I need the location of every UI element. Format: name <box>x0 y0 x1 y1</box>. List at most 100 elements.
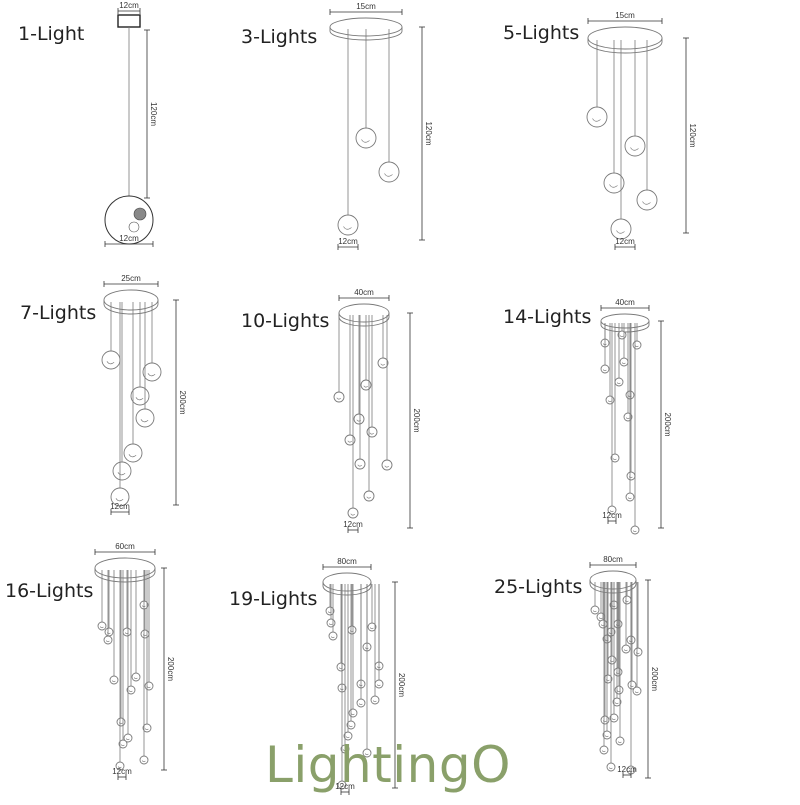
v10-canopy-rim <box>338 313 390 327</box>
v19-pendant-15-globe-highlight <box>348 725 353 728</box>
v14-pendant-11-globe <box>626 471 636 481</box>
v14-pendant-8-globe-highlight <box>607 400 612 403</box>
v25-pendant-10-globe-highlight <box>623 649 628 652</box>
v14-pendant-13-globe <box>607 505 617 515</box>
v14-pendant-8-globe <box>605 395 615 405</box>
v10-pendant-9-globe-highlight <box>366 496 371 499</box>
v19-pendant-17-globe <box>340 744 350 754</box>
v16-pendant-13-globe-highlight <box>125 738 130 741</box>
v19-pendant-2-globe <box>326 618 336 628</box>
v14-pendant-10-globe-highlight <box>612 458 617 461</box>
v19-pendant-18-globe-highlight <box>364 753 369 756</box>
v19-pendant-16-globe <box>343 731 353 741</box>
v16-pendant-7-globe-highlight <box>111 680 116 683</box>
title-25-lights: 25-Lights <box>494 576 583 598</box>
v19-pendant-14-globe-highlight <box>350 713 355 716</box>
v10-pendant-9-globe <box>363 490 375 502</box>
v19-pendant-2-globe-highlight <box>328 623 333 626</box>
v19-pendant-1-globe <box>325 606 335 616</box>
v16-pendant-8-globe-highlight <box>133 677 138 680</box>
v7-pendant-6-globe <box>112 461 132 481</box>
v7-pendant-1-globe-highlight <box>106 361 115 365</box>
v25-pendant-23-globe <box>599 745 609 755</box>
v16-canopy <box>94 557 156 579</box>
v19-pendant-3-globe <box>328 631 338 641</box>
v19-canopy-rim <box>322 582 372 596</box>
v7-pendant-3-globe <box>130 386 150 406</box>
v19-pendant-12-globe <box>356 698 366 708</box>
v25-pendant-21-globe-highlight <box>604 735 609 738</box>
v14-pendant-6-globe-highlight <box>616 382 621 385</box>
v3-pendant-1-globe-highlight <box>343 226 352 230</box>
v3-pendant-3-globe <box>378 161 400 183</box>
v10-pendant-3-globe-highlight <box>336 397 341 400</box>
v7-pendant-5-globe <box>123 443 143 463</box>
v5-pendant-2-globe <box>603 172 625 194</box>
title-5-lights: 5-Lights <box>503 22 580 44</box>
v25-canopy-rim <box>589 580 637 594</box>
v7-pendant-1-globe <box>101 350 121 370</box>
v14-pendant-5-globe <box>600 364 610 374</box>
v10-canopy <box>338 303 390 323</box>
v19-pendant-15-globe <box>346 720 356 730</box>
v16-pendant-9-globe-highlight <box>128 690 133 693</box>
v25-pendant-5-globe <box>598 619 608 629</box>
v14-pendant-12-globe-highlight <box>627 497 632 500</box>
v14-pendant-14-globe-highlight <box>632 530 637 533</box>
v16-pendant-15-globe <box>139 755 149 765</box>
v19-pendant-16-globe-highlight <box>345 736 350 739</box>
v25-pendant-13-globe <box>613 667 623 677</box>
v16-pendant-7-globe <box>109 675 119 685</box>
v19-pendant-9-globe-highlight <box>376 684 381 687</box>
v10-pendant-8-globe-highlight <box>357 464 362 467</box>
v5-pendant-3-globe <box>624 135 646 157</box>
v5-pendant-5-globe <box>610 218 632 240</box>
v14-canopy <box>600 313 650 329</box>
v16-pendant-14-globe <box>118 739 128 749</box>
v16-globe-dim-label: 12cm <box>112 767 132 776</box>
v25-pendant-22-globe <box>615 736 625 746</box>
v1-globe-inner-2 <box>128 221 140 233</box>
brand-logo: LightingO <box>265 736 511 794</box>
v1-globe-dim-label: 12cm <box>119 234 139 243</box>
title-16-lights: 16-Lights <box>5 580 94 602</box>
v5-drop-dim-label: 120cm <box>688 123 697 147</box>
v5-pendant-4-globe-highlight <box>642 201 651 205</box>
v16-pendant-15-globe-highlight <box>141 760 146 763</box>
v10-pendant-7-globe <box>381 459 393 471</box>
v25-pendant-11-globe-highlight <box>635 652 640 655</box>
v10-drop-dim-label: 200cm <box>412 408 421 432</box>
title-14-lights: 14-Lights <box>503 306 592 328</box>
v16-pendant-5-globe-highlight <box>142 634 147 637</box>
v25-pendant-20-globe-highlight <box>611 718 616 721</box>
v25-pendant-16-globe-highlight <box>634 691 639 694</box>
v19-pendant-3-globe-highlight <box>330 636 335 639</box>
v16-pendant-2-globe-highlight <box>106 632 111 635</box>
v16-pendant-14-globe-highlight <box>120 744 125 747</box>
v3-pendant-1-globe <box>337 214 359 236</box>
v5-pendant-3-globe-highlight <box>630 147 639 151</box>
v10-pendant-5-globe <box>366 426 378 438</box>
v25-pendant-12-globe <box>607 655 617 665</box>
v25-pendant-3-globe <box>622 595 632 605</box>
v10-pendant-1-globe <box>377 357 389 369</box>
v10-pendant-5-globe-highlight <box>369 432 374 435</box>
v16-pendant-9-globe <box>126 685 136 695</box>
v7-pendant-4-globe <box>135 408 155 428</box>
v5-canopy <box>587 26 663 50</box>
v25-pendant-20-globe <box>609 713 619 723</box>
v19-pendant-5-globe-highlight <box>369 627 374 630</box>
v25-pendant-24-globe <box>606 762 616 772</box>
v25-drop-dim-label: 200cm <box>650 667 659 691</box>
v25-pendant-22-globe-highlight <box>617 741 622 744</box>
v16-width-dim-label: 60cm <box>115 542 135 551</box>
v25-canopy <box>589 570 637 590</box>
v16-pendant-8-globe <box>131 672 141 682</box>
v25-pendant-25-globe-highlight <box>628 770 633 773</box>
v10-width-dim-label: 40cm <box>354 288 374 297</box>
v3-width-dim-label: 15cm <box>356 2 376 11</box>
v19-pendant-4-globe <box>347 625 357 635</box>
v7-pendant-4-globe-highlight <box>140 419 149 423</box>
v19-pendant-5-globe <box>367 622 377 632</box>
